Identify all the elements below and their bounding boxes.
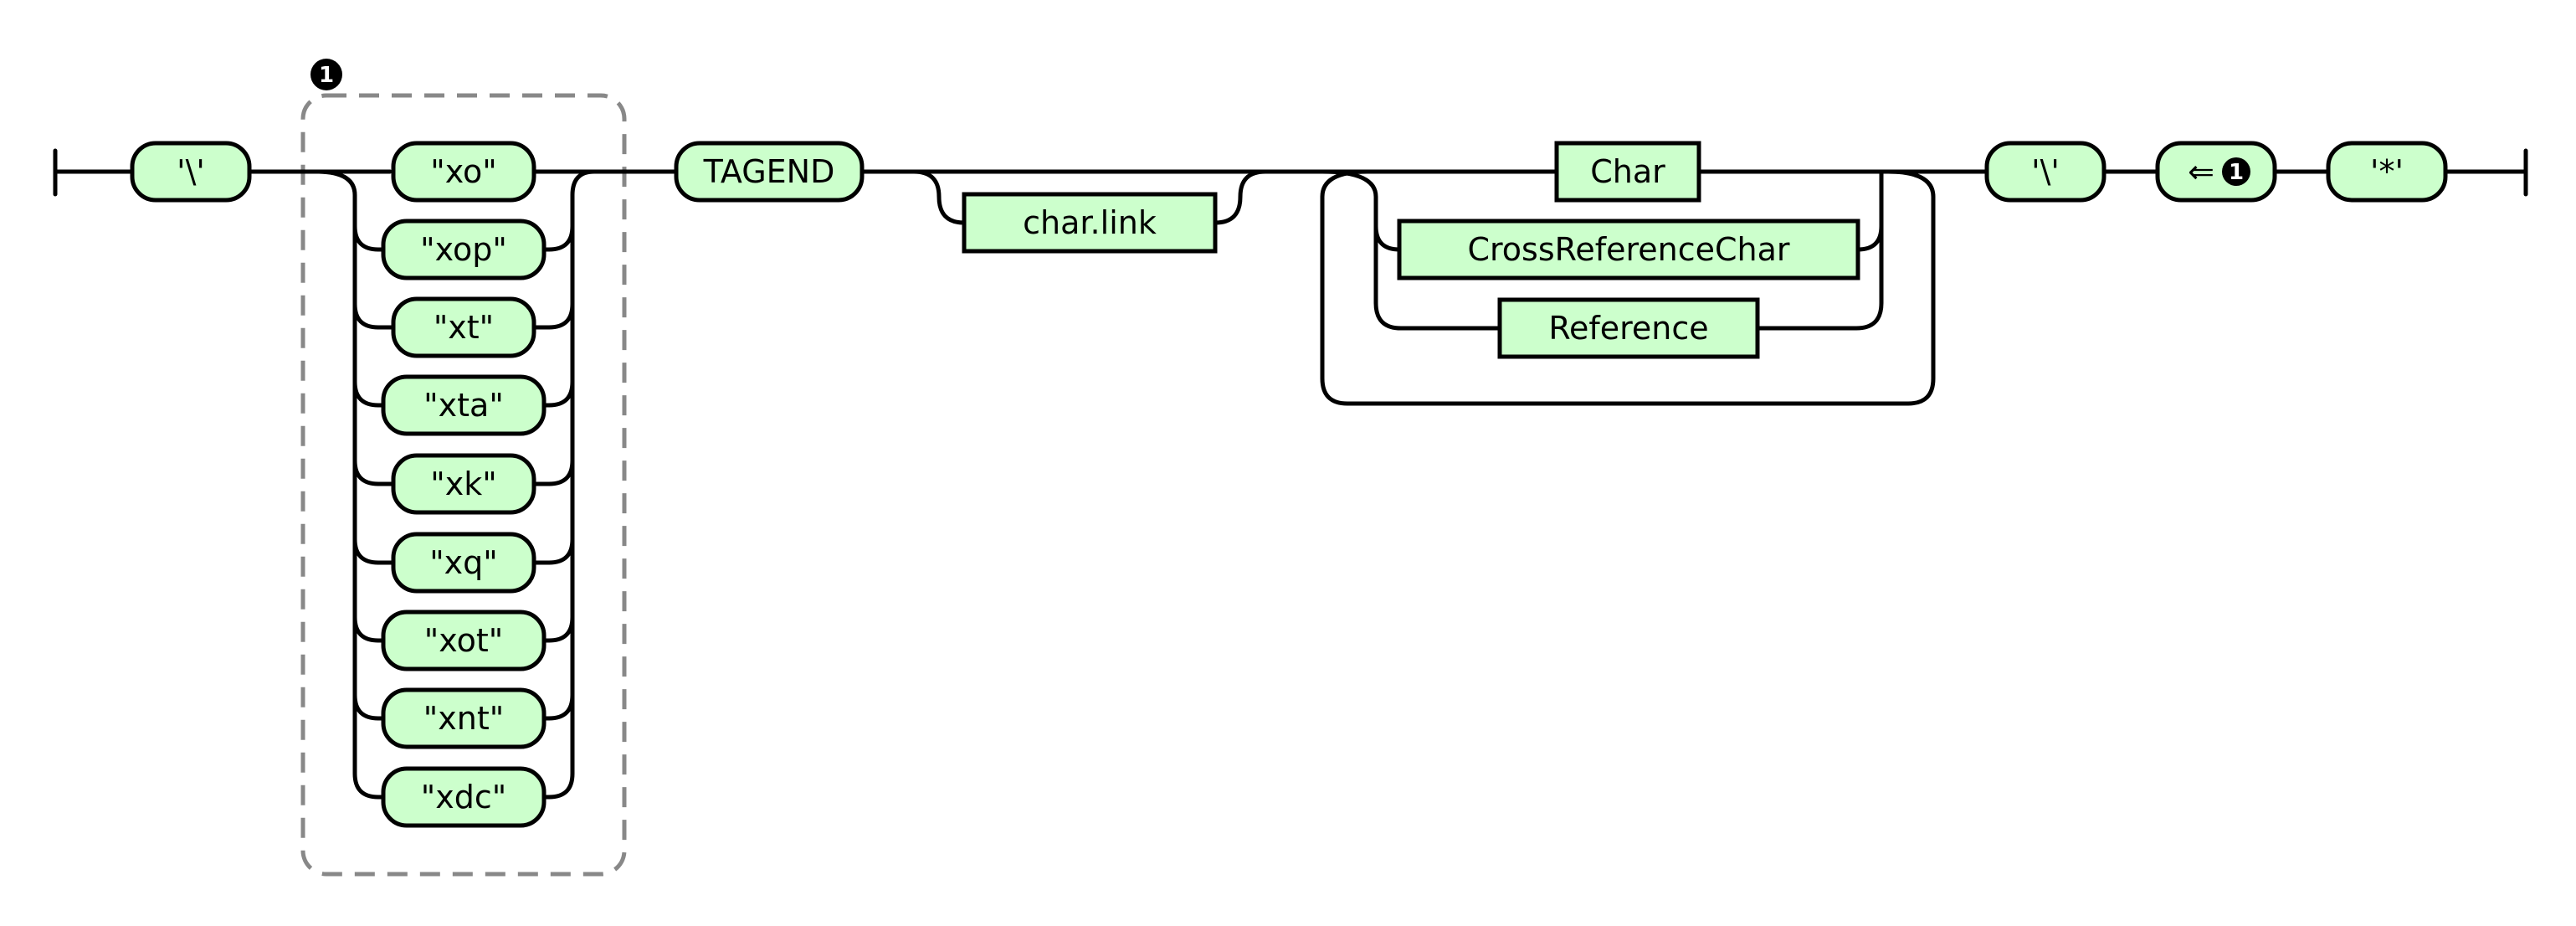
nonterminal-char: Char <box>1554 141 1701 203</box>
group-badge <box>310 59 342 90</box>
terminal-label: "xdc" <box>421 779 506 815</box>
terminal-label: '\' <box>177 153 205 190</box>
nonterminal-crossreferencechar: CrossReferenceChar <box>1397 219 1860 280</box>
terminal-label: "xk" <box>430 466 496 502</box>
terminal-label: '*' <box>2370 153 2404 190</box>
terminal-group-reference: ⇐ 1 <box>2155 141 2277 203</box>
reference-arrow: ⇐ <box>2188 153 2214 190</box>
terminal-xo: "xo" <box>391 141 536 203</box>
terminal-label: "xta" <box>423 387 504 424</box>
terminal-xot: "xot" <box>381 610 547 671</box>
terminal-xk: "xk" <box>391 453 536 515</box>
group-alternatives: "xo" "xop" "xt" "xta" "xk" "xq" "xot" " <box>381 141 547 828</box>
terminal-tagend: TAGEND <box>674 141 865 203</box>
optional-rails <box>911 169 1268 225</box>
terminal-xta: "xta" <box>381 374 547 436</box>
nonterminal-reference: Reference <box>1497 297 1760 359</box>
reference-badge <box>2222 157 2250 186</box>
terminal-label: "xop" <box>420 231 507 268</box>
terminal-label: TAGEND <box>703 153 835 190</box>
terminal-xdc: "xdc" <box>381 766 547 828</box>
terminal-label: "xnt" <box>423 700 504 737</box>
main-wires <box>53 148 2528 197</box>
terminal-label: "xt" <box>434 309 494 346</box>
nonterminal-label: CrossReferenceChar <box>1467 231 1789 268</box>
terminal-star: '*' <box>2326 141 2448 203</box>
terminal-backslash-start: '\' <box>130 141 252 203</box>
group-badge-number: 1 <box>319 63 334 88</box>
nonterminal-label: char.link <box>1023 204 1157 241</box>
choice-rails <box>1320 169 1936 406</box>
terminal-label: "xot" <box>424 622 503 659</box>
nonterminal-char-link: char.link <box>962 192 1218 254</box>
terminal-xt: "xt" <box>391 296 536 358</box>
terminal-label: "xo" <box>430 153 497 190</box>
nonterminal-label: Char <box>1590 153 1665 190</box>
group-rails <box>314 169 597 800</box>
reference-badge-number: 1 <box>2229 160 2244 185</box>
terminal-label: '\' <box>2031 153 2060 190</box>
nonterminal-label: Reference <box>1548 310 1708 347</box>
terminal-label: "xq" <box>429 544 498 581</box>
terminal-xnt: "xnt" <box>381 687 547 749</box>
terminal-backslash-end: '\' <box>1984 141 2106 203</box>
group-boundary <box>300 93 627 877</box>
terminal-xop: "xop" <box>381 219 547 280</box>
terminal-xq: "xq" <box>391 532 536 594</box>
